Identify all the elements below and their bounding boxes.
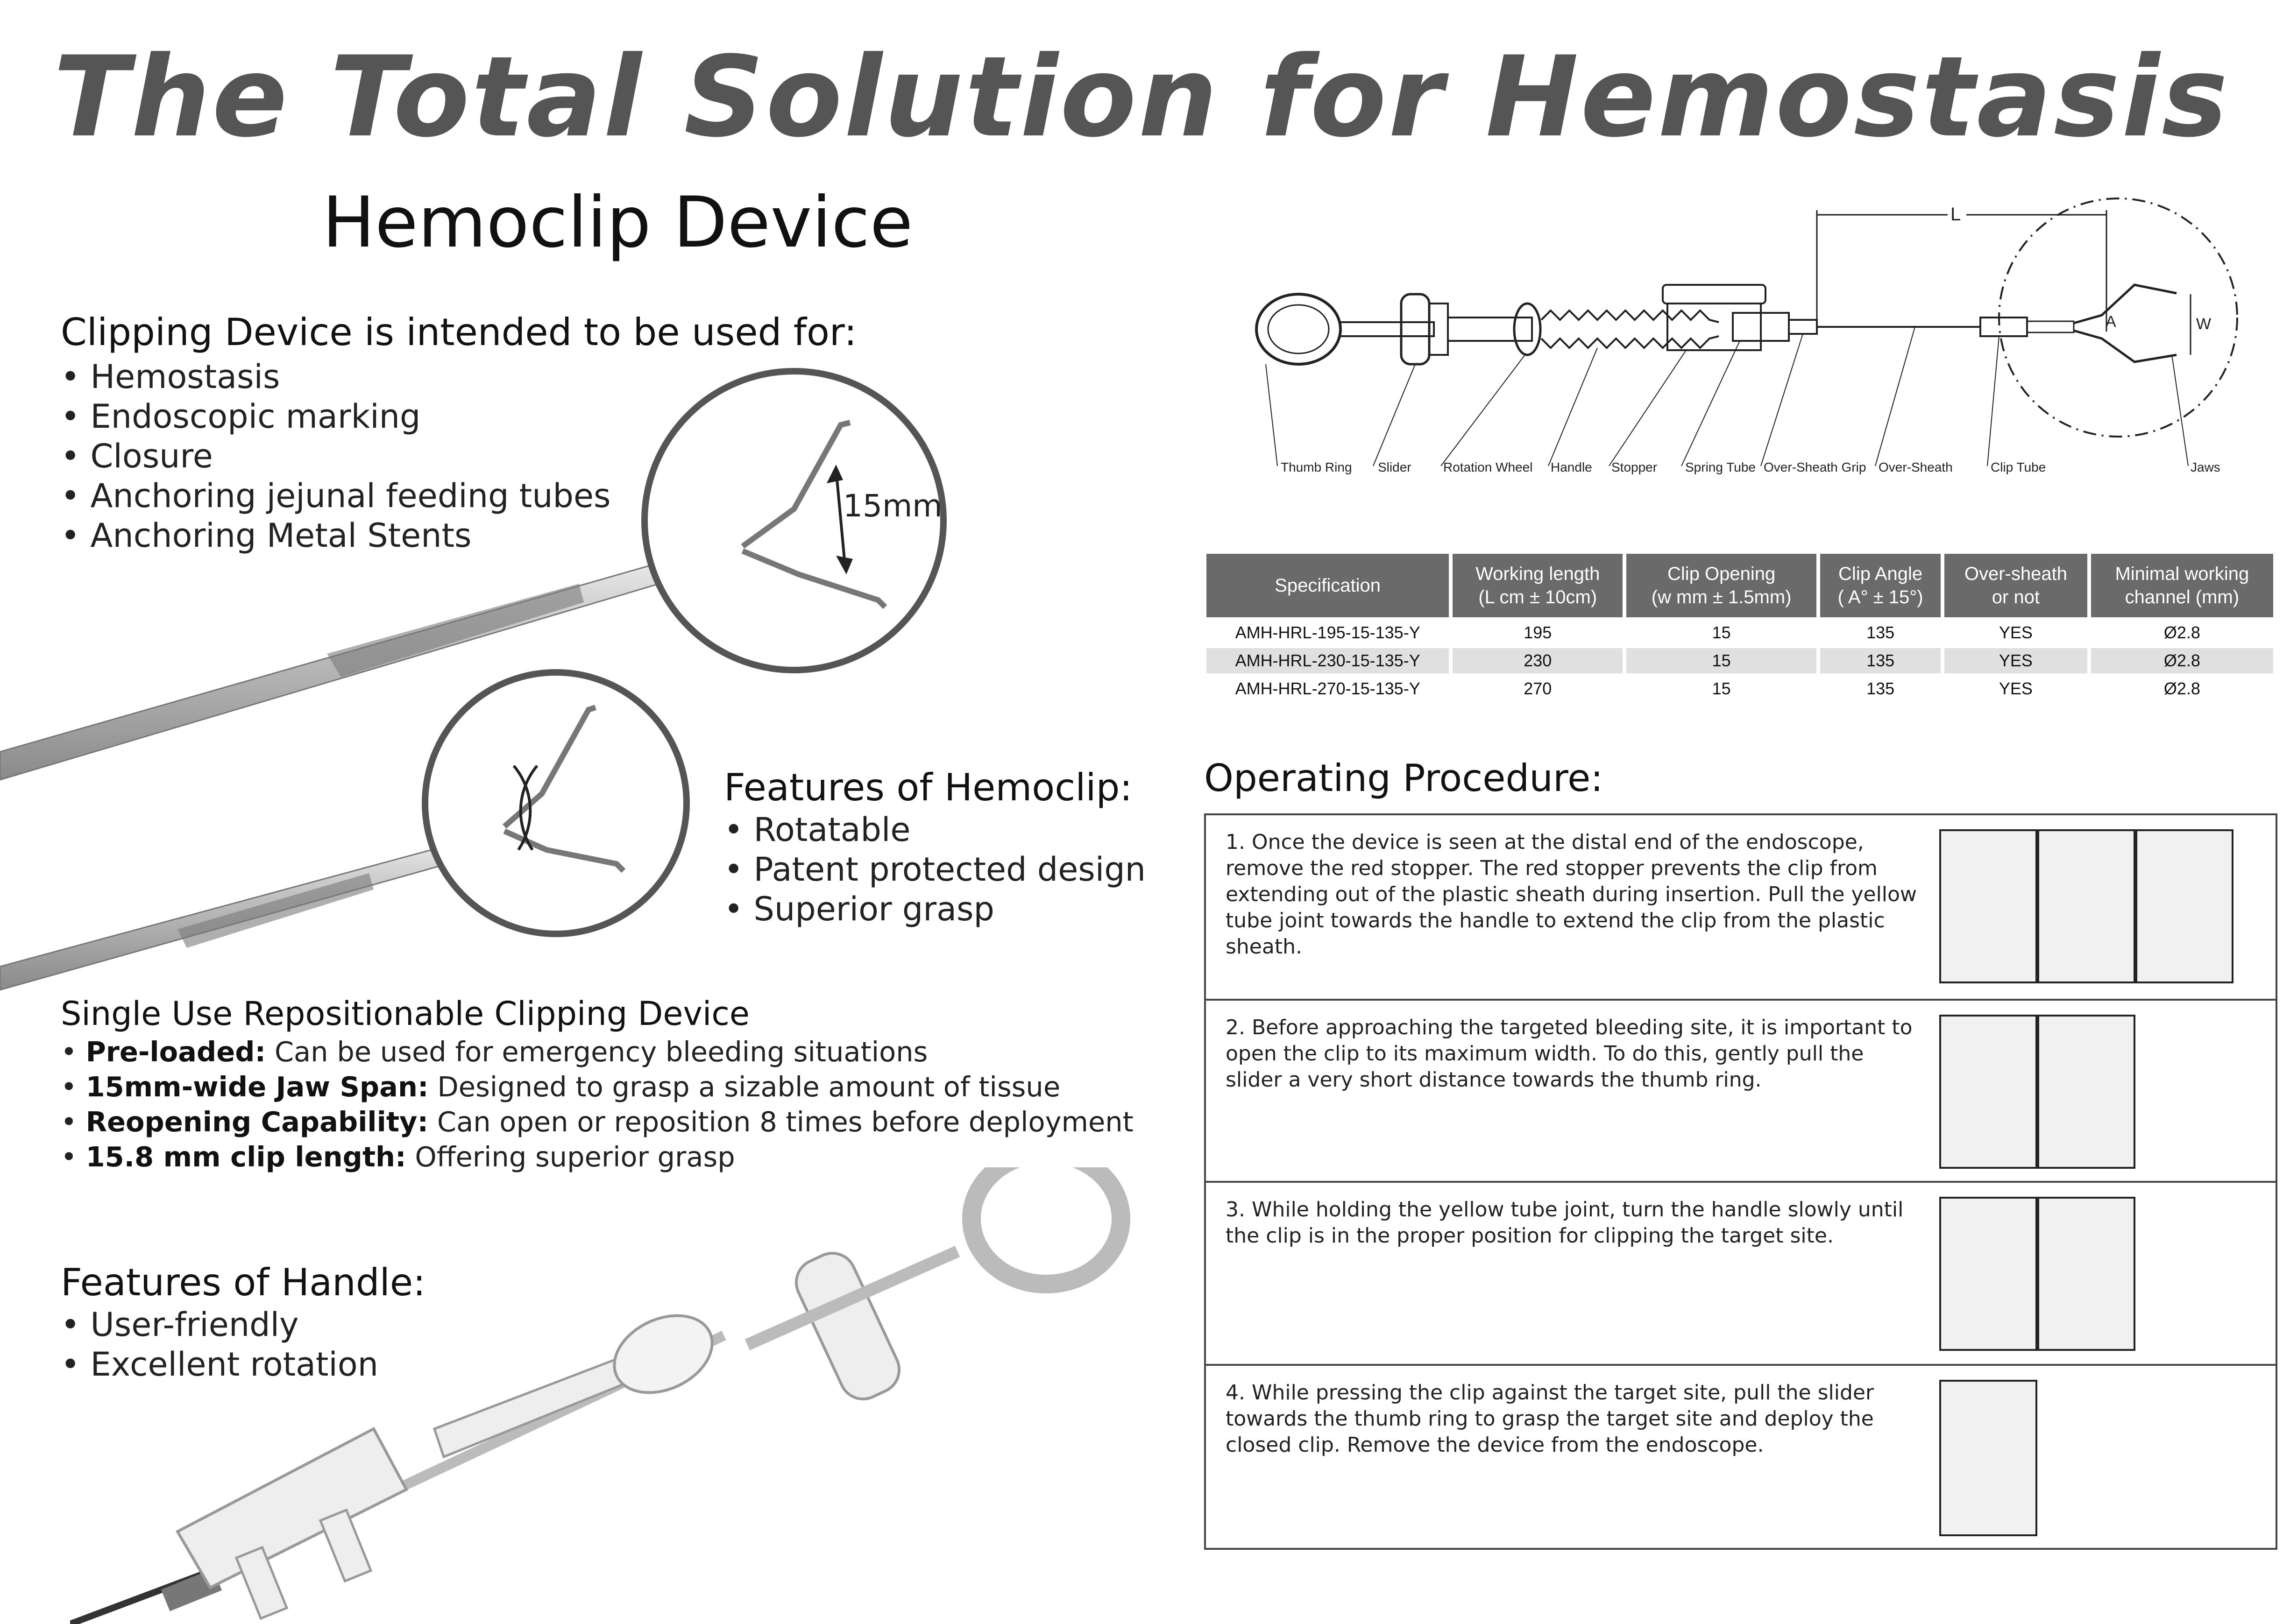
procedure-photo [1939,1380,2037,1536]
procedure-step: 2. Before approaching the targeted bleed… [1206,1001,2276,1183]
procedure-step: 4. While pressing the clip against the t… [1206,1366,2276,1548]
intended-use-item: Endoscopic marking [61,397,611,437]
table-cell: 135 [1820,676,1941,701]
procedure-photo [2135,829,2233,983]
table-row: AMH-HRL-195-15-135-Y 195 15 135 YES Ø2.8 [1206,620,2273,645]
table-cell: 135 [1820,648,1941,673]
hemoclip-feature-item: Superior grasp [724,890,1146,929]
procedure-photo [1939,1197,2037,1351]
procedure-photo [2037,829,2135,983]
diagram-label-rotation-wheel: Rotation Wheel [1443,460,1532,474]
table-cell: 15 [1626,676,1817,701]
diagram-label-clip-tube: Clip Tube [1991,460,2046,474]
intended-use-heading: Clipping Device is intended to be used f… [61,311,857,354]
intended-use-item: Closure [61,437,611,476]
procedure-step-text: 3. While holding the yellow tube joint, … [1226,1198,1904,1248]
column-header: Specification [1206,554,1449,617]
table-cell: YES [1944,620,2087,645]
table-cell: 270 [1453,676,1623,701]
procedure-photo [1939,1015,2037,1169]
table-cell: YES [1944,648,2087,673]
procedure-photos [1939,1197,2135,1351]
single-use-heading: Single Use Repositionable Clipping Devic… [61,995,750,1033]
table-cell: YES [1944,676,2087,701]
diagram-label-handle: Handle [1551,460,1592,474]
single-use-item: Reopening Capability: Can open or reposi… [61,1104,1134,1139]
handle-features-heading: Features of Handle: [61,1261,426,1304]
procedure-photos [1939,1380,2037,1536]
device-diagram: L A W Thumb Ring Slider Rotation Wheel H… [1255,198,2238,474]
procedure-photo [2037,1197,2135,1351]
table-row: AMH-HRL-230-15-135-Y 230 15 135 YES Ø2.8 [1206,648,2273,673]
table-cell: 15 [1626,620,1817,645]
diagram-label-over-sheath: Over-Sheath [1879,460,1953,474]
dimension-L: L [1950,204,1961,225]
diagram-label-jaws: Jaws [2191,460,2220,474]
hemoclip-features-list: Rotatable Patent protected design Superi… [724,810,1146,929]
procedure-box: 1. Once the device is seen at the distal… [1204,813,2277,1550]
table-cell: 230 [1453,648,1623,673]
main-title: The Total Solution for Hemostasis [53,33,2230,162]
procedure-step-text: 1. Once the device is seen at the distal… [1226,830,1917,959]
diagram-label-spring-tube: Spring Tube [1685,460,1756,474]
table-cell: 195 [1453,620,1623,645]
dimension-W: W [2196,315,2211,333]
hemoclip-feature-item: Rotatable [724,810,1146,850]
procedure-photo [2037,1015,2135,1169]
table-header-row: Specification Working length(L cm ± 10cm… [1206,554,2273,617]
table-cell: 15 [1626,648,1817,673]
procedure-photos [1939,829,2233,983]
intended-use-list: Hemostasis Endoscopic marking Closure An… [61,357,611,556]
table-cell: Ø2.8 [2091,648,2273,673]
procedure-photos [1939,1015,2135,1169]
diagram-label-slider: Slider [1378,460,1411,474]
procedure-step: 1. Once the device is seen at the distal… [1206,815,2276,1001]
diagram-label-over-sheath-grip: Over-Sheath Grip [1764,460,1866,474]
hemoclip-feature-item: Patent protected design [724,850,1146,890]
single-use-list: Pre-loaded: Can be used for emergency bl… [61,1034,1134,1174]
diagram-label-thumb-ring: Thumb Ring [1281,460,1352,474]
procedure-step: 3. While holding the yellow tube joint, … [1206,1183,2276,1366]
dimension-A: A [2106,313,2116,331]
procedure-step-text: 2. Before approaching the targeted bleed… [1226,1016,1913,1092]
intended-use-item: Anchoring jejunal feeding tubes [61,476,611,516]
table-cell: Ø2.8 [2091,676,2273,701]
clip-shaft-illustration [0,368,947,991]
handle-features-list: User-friendly Excellent rotation [61,1305,379,1384]
hemoclip-features-heading: Features of Hemoclip: [724,766,1133,809]
handle-feature-item: User-friendly [61,1305,378,1345]
handle-illustration [70,1167,1130,1624]
intended-use-item: Anchoring Metal Stents [61,516,611,556]
table-cell: Ø2.8 [2091,620,2273,645]
procedure-heading: Operating Procedure: [1204,756,1603,800]
handle-feature-item: Excellent rotation [61,1345,379,1384]
intended-use-item: Hemostasis [61,357,611,397]
table-cell: 135 [1820,620,1941,645]
column-header: Working length(L cm ± 10cm) [1453,554,1623,617]
column-header: Clip Angle( A° ± 15°) [1820,554,1941,617]
procedure-photo [1939,829,2037,983]
procedure-step-text: 4. While pressing the clip against the t… [1226,1381,1874,1457]
single-use-item: Pre-loaded: Can be used for emergency bl… [61,1034,1134,1069]
single-use-item: 15mm-wide Jaw Span: Designed to grasp a … [61,1069,1134,1104]
table-cell: AMH-HRL-270-15-135-Y [1206,676,1449,701]
table-row: AMH-HRL-270-15-135-Y 270 15 135 YES Ø2.8 [1206,676,2273,701]
specification-table: Specification Working length(L cm ± 10cm… [1203,551,2277,704]
single-use-item: 15.8 mm clip length: Offering superior g… [61,1139,1134,1174]
device-title: Hemoclip Device [322,182,913,263]
diagram-label-stopper: Stopper [1611,460,1657,474]
column-header: Clip Opening(w mm ± 1.5mm) [1626,554,1817,617]
table-cell: AMH-HRL-195-15-135-Y [1206,620,1449,645]
table-cell: AMH-HRL-230-15-135-Y [1206,648,1449,673]
jaw-span-label: 15mm [843,488,943,524]
